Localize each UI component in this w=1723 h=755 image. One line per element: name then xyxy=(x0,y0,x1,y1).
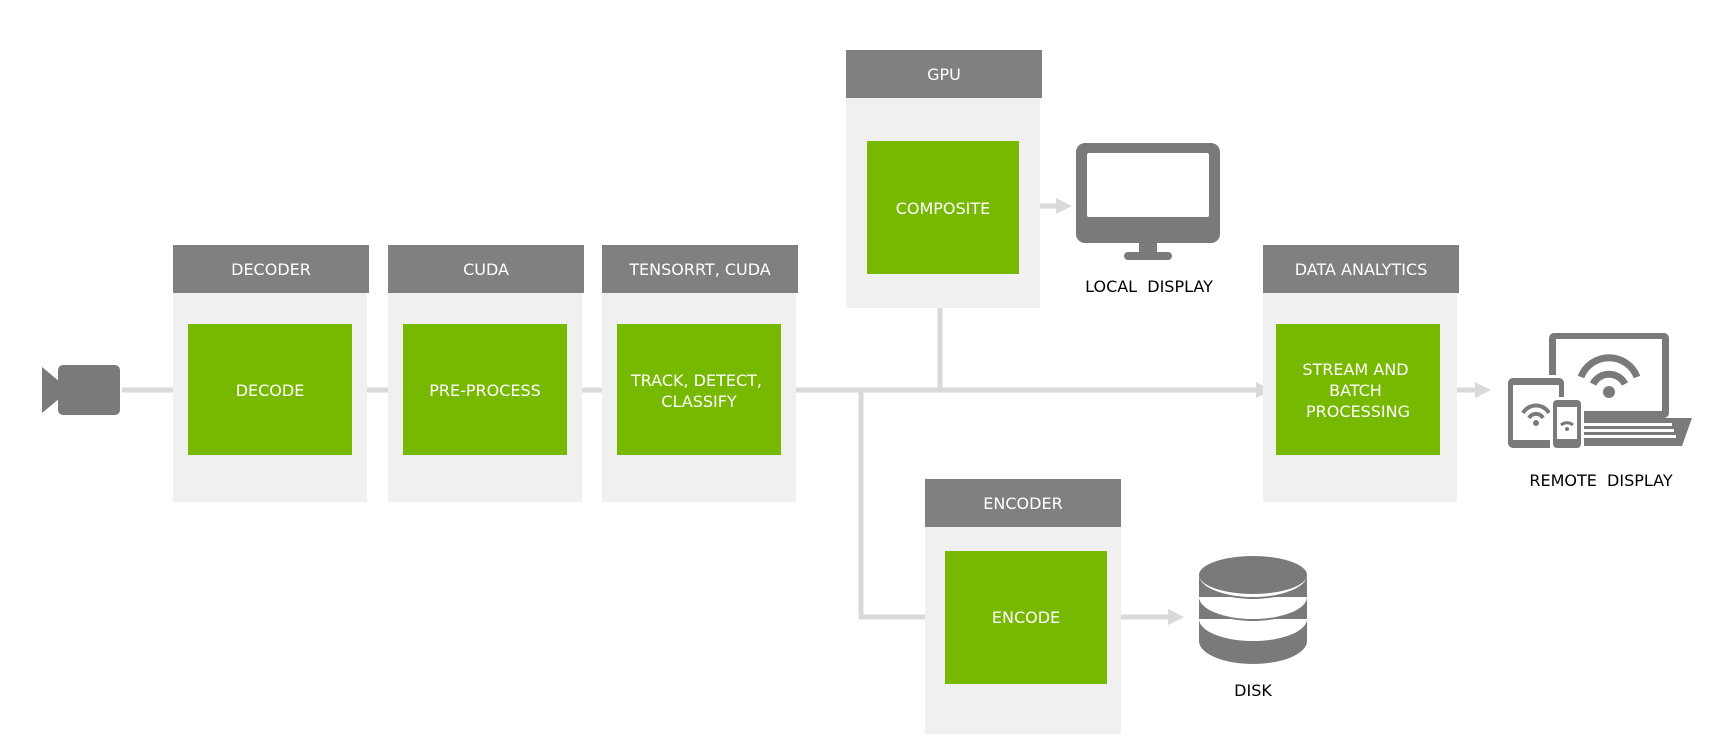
database-disk-icon xyxy=(1199,553,1307,664)
track-detect-classify-label: TRACK, DETECT, CLASSIFY xyxy=(630,371,767,411)
stage-gpu: GPU COMPOSITE xyxy=(846,50,1042,308)
stage-analytics-header: DATA ANALYTICS xyxy=(1295,260,1428,279)
stage-encoder-header: ENCODER xyxy=(983,494,1062,513)
encode-box xyxy=(945,551,1107,684)
stage-tensorrt-header: TENSORRT, CUDA xyxy=(628,260,771,279)
stage-encoder: ENCODER ENCODE xyxy=(925,479,1121,734)
local-display-label: LOCAL DISPLAY xyxy=(1085,277,1213,296)
remote-display-label: REMOTE DISPLAY xyxy=(1529,471,1673,490)
composite-label: COMPOSITE xyxy=(896,199,991,218)
decode-label: DECODE xyxy=(236,381,305,400)
disk-label: DISK xyxy=(1234,681,1272,700)
monitor-icon xyxy=(1076,143,1220,260)
composite-box xyxy=(867,141,1019,274)
preprocess-label: PRE-PROCESS xyxy=(429,381,541,400)
arrow-track-to-analytics xyxy=(781,382,1272,398)
stage-decoder: DECODER DECODE xyxy=(173,245,369,502)
stage-cuda-header: CUDA xyxy=(463,260,509,279)
stream-batch-label: STREAM AND BATCH PROCESSING xyxy=(1302,360,1413,421)
devices-wifi-icon xyxy=(1505,333,1692,451)
stage-tensorrt: TENSORRT, CUDA TRACK, DETECT, CLASSIFY xyxy=(602,245,798,502)
stage-gpu-header: GPU xyxy=(927,65,961,84)
preprocess-box xyxy=(403,324,567,455)
stage-data-analytics: DATA ANALYTICS STREAM AND BATCH PROCESSI… xyxy=(1263,245,1459,502)
decode-box xyxy=(188,324,352,455)
stage-decoder-header: DECODER xyxy=(231,260,311,279)
stage-cuda: CUDA PRE-PROCESS xyxy=(388,245,584,502)
encode-label: ENCODE xyxy=(992,608,1060,627)
stream-batch-box xyxy=(1276,324,1440,455)
video-camera-icon xyxy=(42,365,120,415)
track-detect-classify-box xyxy=(617,324,781,455)
